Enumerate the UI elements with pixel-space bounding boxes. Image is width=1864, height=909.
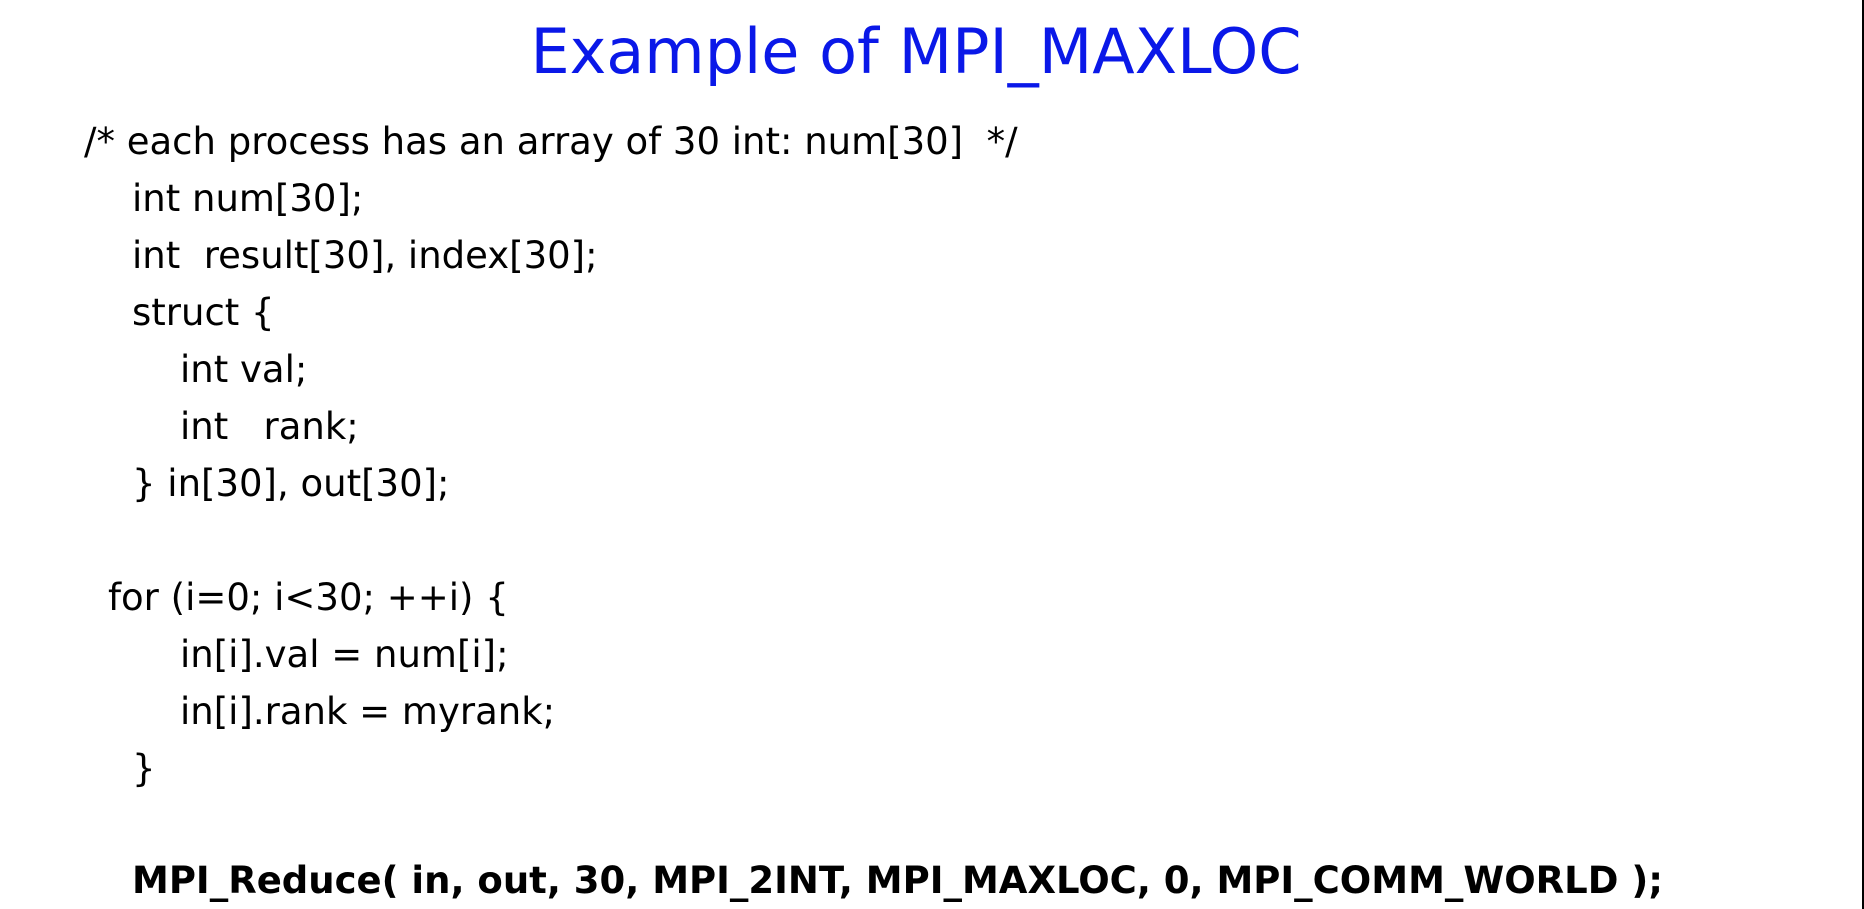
code-line-assign-val: in[i].val = num[i]; [180, 633, 509, 676]
code-line-for-open: for (i=0; i<30; ++i) { [108, 576, 509, 619]
code-line-struct-close: } in[30], out[30]; [132, 462, 450, 505]
code-line-for-close: } [132, 747, 156, 790]
code-line-struct-rank: int rank; [180, 405, 359, 448]
code-line-struct-val: int val; [180, 348, 308, 391]
code-comment-line: /* each process has an array of 30 int: … [84, 120, 1018, 163]
code-line-struct-open: struct { [132, 291, 275, 334]
code-line-assign-rank: in[i].rank = myrank; [180, 690, 556, 733]
code-line-mpi-reduce: MPI_Reduce( in, out, 30, MPI_2INT, MPI_M… [132, 859, 1664, 902]
slide-right-border [1862, 0, 1864, 909]
code-line-num-decl: int num[30]; [132, 177, 364, 220]
code-line-result-decl: int result[30], index[30]; [132, 234, 598, 277]
slide-title: Example of MPI_MAXLOC [530, 15, 1302, 88]
